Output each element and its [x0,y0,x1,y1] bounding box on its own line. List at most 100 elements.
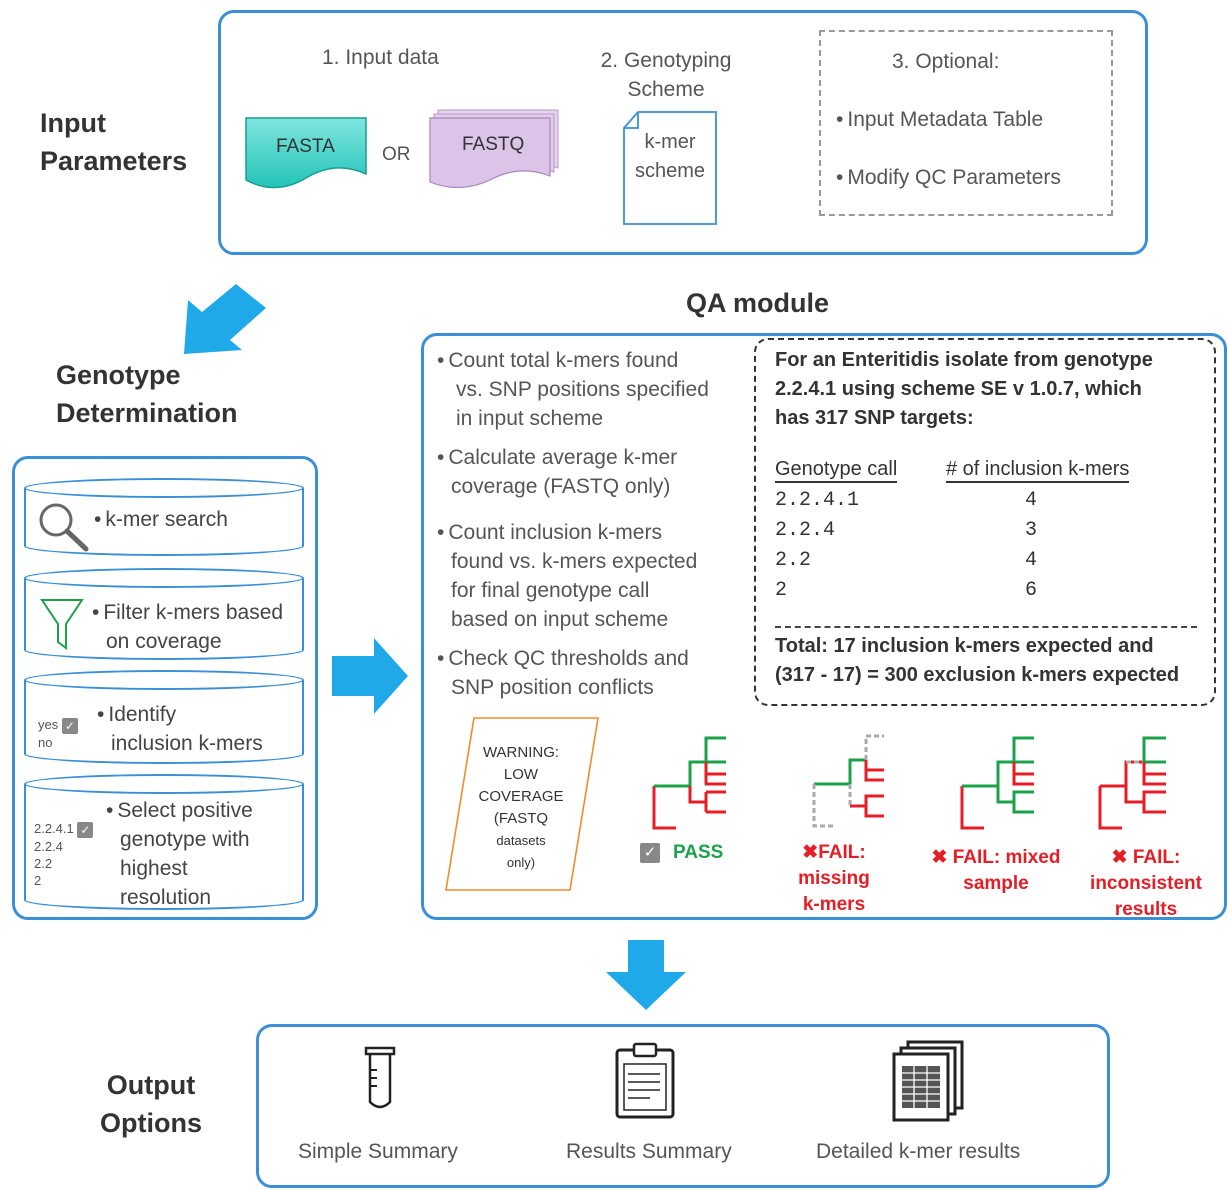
genotype-list-item: 2.2.4 [34,838,63,854]
warning-line: only) [506,855,536,870]
qa-bullet-1-line: in input scheme [456,407,604,430]
col-head-genotype: Genotype call [775,458,898,483]
output-options-box [256,1024,1110,1188]
scheme-document-icon [623,111,717,225]
count-cell: 4 [1025,489,1038,512]
table-row: 2.2.4.1 4 [775,486,1037,516]
identify-text: Identify inclusion k-mers [97,700,263,758]
output-options-label: Output Options [100,1066,202,1142]
fail-missing-line: FAIL: missing [798,842,870,889]
fasta-label: FASTA [276,136,335,157]
test-tube-icon [364,1046,396,1109]
arrow-to-output-icon [606,940,686,1010]
genotype-call-cell: 2.2 [775,549,812,572]
checkbox-checked-icon: ✓ [61,717,78,734]
qa-bullet-3: Count inclusion k-mers found vs. k-mers … [437,518,709,634]
scheme-text: k-mer scheme [620,128,720,186]
output-label-line2: Options [100,1108,202,1138]
fail-inconsistent-line: FAIL: [1132,847,1181,868]
qa-bullet-2: Calculate average k-mer coverage (FASTQ … [437,443,709,501]
genotype-label-line2: Determination [56,398,238,428]
fail-inconsistent-label: ✖ FAIL: inconsistent results [1082,845,1210,923]
fail-missing-label: ✖FAIL: missing k-mers [766,840,902,918]
select-text-line4: resolution [120,886,212,909]
warning-parallelogram [445,717,599,891]
optional-qc: Modify QC Parameters [836,166,1061,190]
qa-module-title: QA module [686,288,830,318]
qa-bullet-1-line: Count total k-mers found [437,346,709,375]
filter-text: Filter k-mers based on coverage [92,598,283,656]
warning-line: COVERAGE [478,788,564,805]
pass-label: PASS [673,842,724,863]
qa-bullet-4-line: Check QC thresholds and [437,644,709,673]
qa-bullets: Count total k-mers found vs. SNP positio… [437,346,709,702]
genotyping-scheme-title: 2. Genotyping Scheme [588,46,744,104]
qa-bullet-1-line: vs. SNP positions specified [456,378,709,401]
fasta-file-icon [245,117,367,189]
genotype-list-item: 2.2 [34,855,53,871]
genotype-call-cell: 2.2.4 [775,519,836,542]
cylinder-top [24,478,304,498]
example-heading-line: 2.2.4.1 using scheme SE v 1.0.7, which [775,378,1142,400]
fail-inconsistent-line: results [1114,899,1178,920]
arrow-to-genotype-icon [184,284,266,354]
input-label-line2: Parameters [40,146,188,176]
select-text-line1: Select positive [106,796,252,825]
qa-bullet-3-line: based on input scheme [451,608,669,631]
warning-line: LOW [503,766,539,783]
qa-bullet-4-line: SNP position conflicts [451,676,654,699]
fail-inconsistent-tree-icon [1098,736,1166,830]
optional-box [819,30,1113,216]
yes-label: yes [38,717,59,732]
fail-mixed-line: FAIL: mixed [952,847,1061,868]
detailed-results-label: Detailed k-mer results [816,1140,1021,1163]
select-text: Select positive genotype with highest re… [106,796,252,912]
fastq-file-icon [429,109,559,188]
arrow-to-qa-icon [332,638,408,714]
fail-missing-line: k-mers [802,894,866,915]
warning-line: WARNING: [482,744,560,761]
example-heading-line: For an Enteritidis isolate from genotype [775,349,1153,371]
genotype-call-cell: 2.2.4.1 [775,489,860,512]
filter-text-line2: on coverage [106,630,222,653]
funnel-icon [40,599,84,650]
warning-line: (FASTQ [493,810,549,827]
qa-bullet-3-line: found vs. k-mers expected [451,550,698,573]
example-heading-line: has 317 SNP targets: [775,407,974,429]
input-parameters-box [218,10,1148,255]
qa-bullet-2-line: Calculate average k-mer [437,443,709,472]
input-data-title: 1. Input data [322,46,439,69]
x-icon: ✖ [1111,847,1133,868]
scheme-title-line2: Scheme [627,78,705,101]
example-total-line: Total: 17 inclusion k-mers expected and [775,635,1154,657]
magnifier-icon [39,503,89,552]
kmer-search-text: k-mer search [94,505,228,534]
fail-mixed-line: sample [963,873,1029,894]
optional-title: 3. Optional: [892,50,1000,73]
pass-tree-icon [652,736,726,830]
no-label: no [38,734,53,750]
example-heading: For an Enteritidis isolate from genotype… [775,346,1153,433]
genotype-determination-label: Genotype Determination [56,356,238,432]
table-divider [775,626,1197,628]
cylinder-top [24,670,304,690]
identify-text-line2: inclusion k-mers [111,732,263,755]
input-parameters-label: Input Parameters [40,104,187,180]
output-label-line1: Output [106,1070,196,1100]
checkbox-checked-icon: ✓ [77,821,94,838]
count-cell: 4 [1025,549,1038,572]
example-total-line: (317 - 17) = 300 exclusion k-mers expect… [775,664,1180,686]
fail-missing-tree-icon [812,734,884,828]
fastq-label: FASTQ [462,134,525,155]
fail-mixed-label: ✖ FAIL: mixed sample [926,845,1066,897]
genotype-call-cell: 2 [775,579,788,602]
pass-check-icon: ✓ [640,843,660,863]
results-summary-label: Results Summary [566,1140,732,1163]
genotype-list-item: 2 [34,872,42,888]
filter-text-line1: Filter k-mers based [92,598,283,627]
x-icon: ✖ [931,847,953,868]
select-text-line3: highest [120,857,188,880]
input-label-line1: Input [40,108,106,138]
